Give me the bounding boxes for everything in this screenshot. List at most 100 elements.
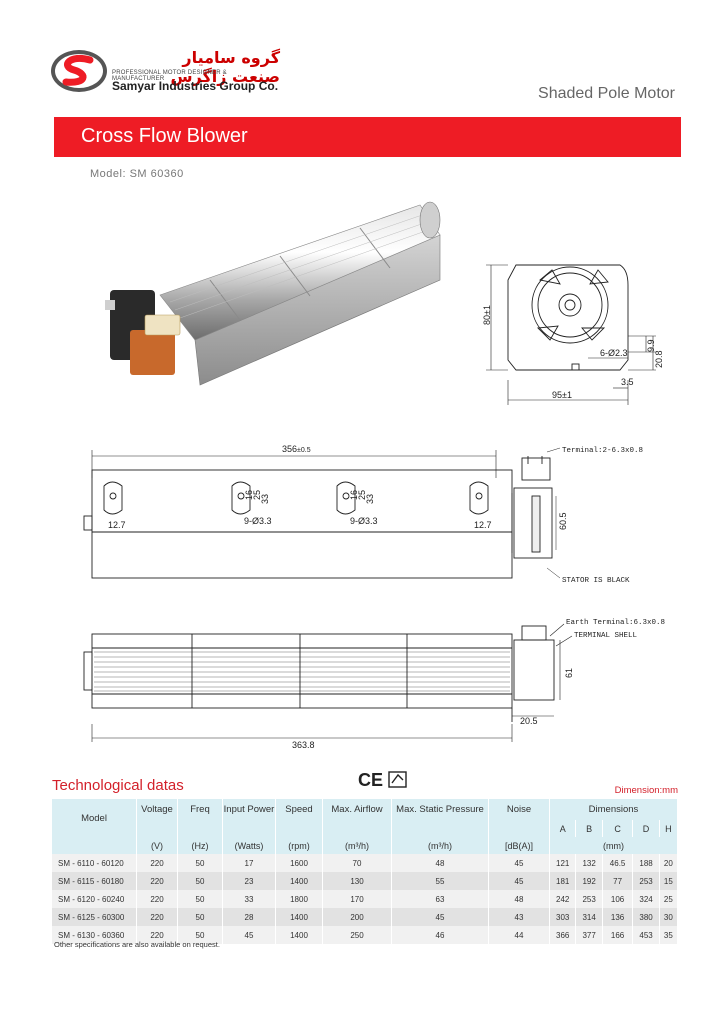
cell-model: SM - 6130 - 60360 [52,926,137,944]
hole-dim-16a: 16 [244,490,254,500]
cell-hz: 50 [177,890,223,908]
cell-air: 200 [322,908,392,926]
hole-dim-25b: 25 [357,490,367,500]
cell-h: 30 [659,908,679,926]
unit-dims: (mm) [549,837,678,854]
cell-pres: 46 [391,926,489,944]
cell-rpm: 1400 [275,908,323,926]
terminal-label: Terminal:2-6.3x0.8 [562,447,643,455]
hole-spec-b: 9-Ø3.3 [350,516,378,526]
cell-hz: 50 [177,872,223,890]
front-view-drawing: Earth Terminal:6.3x0.8 TERMINAL SHELL 61… [83,619,665,750]
page-title: Cross Flow Blower [81,125,248,147]
earth-terminal-label: Earth Terminal:6.3x0.8 [566,619,665,627]
col-speed: Speed [275,799,323,820]
logo-tagline: PROFESSIONAL MOTOR DESIGNER & MANUFACTUR… [112,70,227,82]
cell-pres: 55 [391,872,489,890]
unit-speed: (rpm) [275,837,323,854]
cell-noise: 43 [488,908,550,926]
side-d1-dim: 9.9 [646,339,656,352]
cell-d: 253 [632,872,660,890]
cell-b: 253 [575,890,603,908]
hole-dim-25a: 25 [252,490,262,500]
col-freq: Freq [177,799,223,820]
col-dim-d: D [632,820,660,837]
cell-noise: 44 [488,926,550,944]
cell-h: 20 [659,854,679,872]
cell-model: SM - 6120 - 60240 [52,890,137,908]
cell-b: 377 [575,926,603,944]
ce-mark: CE [358,770,384,790]
cell-hz: 50 [177,854,223,872]
hole-dim-33a: 33 [260,494,270,504]
cell-noise: 45 [488,872,550,890]
unit-power: (Watts) [222,837,276,854]
footnote: Other specifications are also available … [54,940,220,949]
unit-pressure: (m³/h) [391,837,489,854]
title-banner: Cross Flow Blower [54,117,681,157]
cell-h: 35 [659,926,679,944]
cell-c: 106 [602,890,634,908]
cell-a: 366 [549,926,577,944]
top-length-dim: 356±0.5 [282,444,311,454]
cell-model: SM - 6115 - 60180 [52,872,137,890]
cell-h: 15 [659,872,679,890]
cell-rpm: 1400 [275,926,323,944]
unit-freq: (Hz) [177,837,223,854]
motor-dim: 60.5 [558,512,568,530]
cell-pres: 63 [391,890,489,908]
side-d2-dim: 20.8 [654,350,664,368]
side-view-drawing: 80±1 95±1 6-Ø2.3 9.9 20.8 3.5 [482,264,664,405]
col-dim-c: C [602,820,634,837]
side-width-dim: 95±1 [552,390,572,400]
hole-dim-16b: 16 [349,490,359,500]
cell-air: 130 [322,872,392,890]
cell-hz: 50 [177,926,223,944]
hole-dim-33b: 33 [365,494,375,504]
cell-rpm: 1600 [275,854,323,872]
product-category: Shaded Pole Motor [538,85,675,102]
cell-b: 314 [575,908,603,926]
col-power: Input Power [222,799,276,820]
cell-v: 220 [136,908,178,926]
top-view-drawing: 356±0.5 Terminal:2-6.3x0.8 16 25 33 16 2… [83,444,643,585]
col-pressure: Max. Static Pressure [391,799,489,820]
col-dim-h: H [659,820,679,837]
col-noise: Noise [488,799,550,820]
col-model: Model [52,799,137,837]
blower-product-photo [105,201,441,386]
cell-rpm: 1400 [275,872,323,890]
cell-h: 25 [659,890,679,908]
cell-model: SM - 6110 - 60120 [52,854,137,872]
cell-pres: 45 [391,908,489,926]
cell-a: 121 [549,854,577,872]
tech-title: Technological datas [52,777,184,794]
cell-w: 33 [222,890,276,908]
cell-v: 220 [136,872,178,890]
cell-c: 77 [602,872,634,890]
cell-w: 45 [222,926,276,944]
cell-d: 453 [632,926,660,944]
unit-airflow: (m³/h) [322,837,392,854]
side-d3-dim: 3.5 [621,377,634,387]
stator-label: STATOR IS BLACK [562,577,630,585]
unit-noise: [dB(A)] [488,837,550,854]
cell-b: 192 [575,872,603,890]
cell-air: 70 [322,854,392,872]
cell-d: 188 [632,854,660,872]
model-line: Model: SM 60360 [90,168,184,180]
spec-table: Model Voltage Freq Input Power Speed Max… [52,799,679,944]
terminal-shell-label: TERMINAL SHELL [574,632,638,640]
cell-rpm: 1800 [275,890,323,908]
cell-a: 242 [549,890,577,908]
front-height-dim: 61 [564,668,574,678]
cell-w: 23 [222,872,276,890]
samyar-logo-icon [51,50,107,92]
cell-air: 170 [322,890,392,908]
front-depth-dim: 20.5 [520,716,538,726]
